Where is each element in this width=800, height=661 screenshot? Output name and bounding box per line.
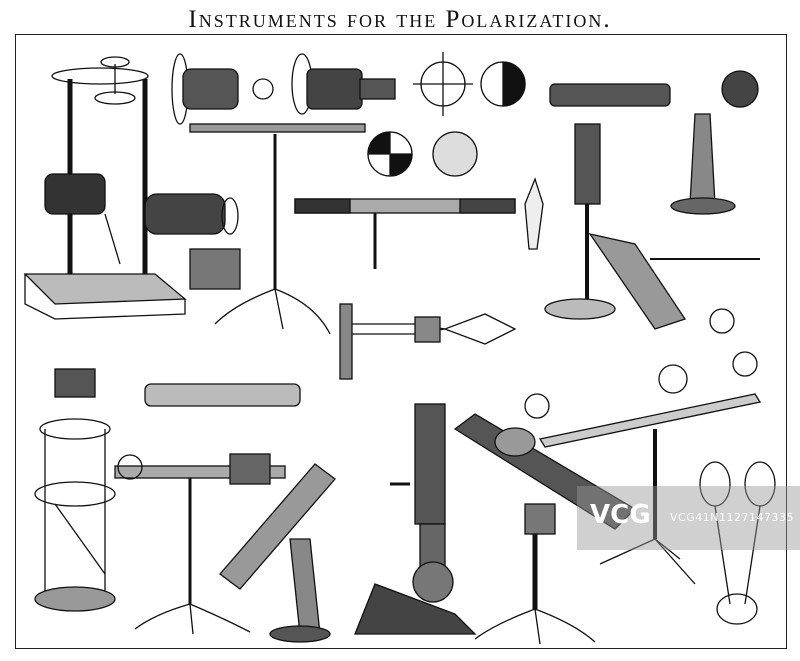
tilted-microscope-figure (219, 463, 336, 643)
watermark-band (577, 486, 800, 550)
polarization-diagrams (367, 52, 526, 177)
graduated-optical-bench-figure (524, 351, 762, 585)
polarizing-microscope-figure (544, 123, 735, 334)
page-title: Instruments for the Polarization. (188, 6, 612, 33)
polarizing-tube-section (294, 177, 544, 380)
projection-polariscope-figure (171, 53, 396, 335)
watermark-id-text: VCG41N1127147335 (670, 511, 794, 524)
upright-microscope-figure (354, 403, 477, 635)
large-telescope-figure (453, 413, 637, 645)
watermark-logo: VCG (590, 500, 651, 530)
nörrenberg-stand-figure (34, 368, 116, 612)
telescope-stand-figure (549, 70, 760, 260)
polarizing-bench-figure (114, 453, 286, 635)
norrenberg-apparatus-figure (23, 56, 241, 320)
engraving-plate (23, 52, 776, 645)
plate-frame (15, 34, 787, 649)
saccharimeter-tube-figure (144, 383, 301, 407)
tourmaline-tongs-figure (699, 461, 776, 625)
